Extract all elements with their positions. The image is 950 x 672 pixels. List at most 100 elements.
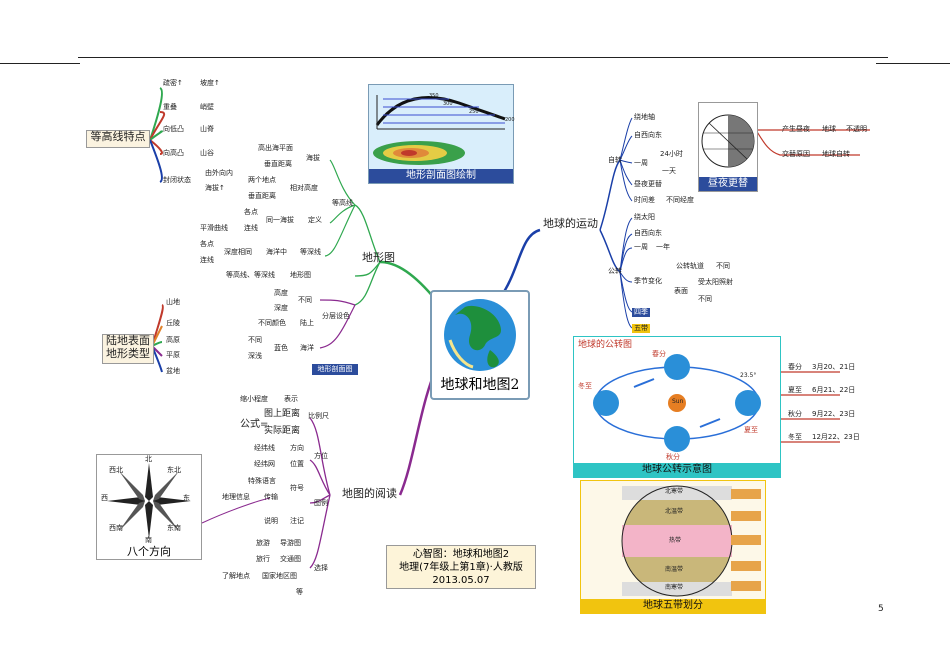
reading-trip: 旅行 <box>256 555 270 563</box>
terrain-depth-same: 深度相同 <box>224 248 252 256</box>
landform-mountain: 山地 <box>166 298 180 306</box>
rev-winter: 冬至 <box>578 382 592 390</box>
reading-map-dist: 图上距离 <box>264 409 301 419</box>
compass-figure: 北 东北 东 东南 南 西南 西 西北 八个方向 <box>96 454 202 560</box>
rev-tilt: 23.5° <box>740 372 757 379</box>
reading-special: 特殊语言 <box>248 477 276 485</box>
compass-n: 北 <box>145 455 152 463</box>
section-tick-300: 300 <box>443 101 453 107</box>
contour-ridge: 山脊 <box>200 125 214 133</box>
season-date-4-value: 12月22、23日 <box>812 433 860 441</box>
landforms-box[interactable]: 陆地表面地形类型 <box>102 334 154 364</box>
season-date-2: 夏至 <box>788 386 802 394</box>
terrain-height: 高度 <box>274 289 288 297</box>
motion-day: 一天 <box>662 167 676 175</box>
motion-five-zones: 五带 <box>632 324 650 333</box>
branch-terrain[interactable]: 地形图 <box>362 251 395 264</box>
note-line-2: 地理(7年级上第1章)·人教版 <box>399 562 523 573</box>
daynight-row2-reason: 交替原因 <box>782 150 810 158</box>
landform-basin: 盆地 <box>166 367 180 375</box>
reading-understand: 了解地点 <box>222 572 250 580</box>
reading-symbol: 符号 <box>290 484 304 492</box>
note-line-1: 心智图：地球和地图2 <box>412 549 510 560</box>
zone-north-frigid: 北寒带 <box>665 488 684 495</box>
landform-plain: 平原 <box>166 351 180 359</box>
terrain-different: 不同 <box>298 296 312 304</box>
contour-outside-in: 由外向内 <box>205 169 233 177</box>
contour-dense: 疏密↑ <box>163 79 183 87</box>
landform-plateau: 高原 <box>166 336 180 344</box>
rev-spring: 春分 <box>652 350 666 358</box>
rev-autumn: 秋分 <box>666 453 680 461</box>
contour-features-box[interactable]: 等高线特点 <box>86 130 150 148</box>
section-tick-250: 250 <box>469 109 479 115</box>
zones-caption: 地球五带划分 <box>581 599 765 613</box>
zones-figure: 北寒带 北温带 热带 南温带 南寒带 地球五带划分 <box>580 480 766 614</box>
section-tick-350: 350 <box>429 93 439 99</box>
compass-sw: 西南 <box>109 524 123 532</box>
rev-summer: 夏至 <box>744 426 758 434</box>
terrain-relative-height: 相对高度 <box>290 184 318 192</box>
revolution-figure: 地球的公转图 春分 夏至 秋分 冬至 Sun 23.5° 地球公转示意图 <box>573 336 781 478</box>
central-topic[interactable]: 地球和地图2 <box>430 290 530 400</box>
season-date-3-value: 9月22、23日 <box>812 410 856 418</box>
daynight-row1-earth: 地球 <box>822 125 836 133</box>
reading-explain: 说明 <box>264 517 278 525</box>
compass-nw: 西北 <box>109 466 123 474</box>
branch-reading[interactable]: 地图的阅读 <box>342 487 397 500</box>
contour-elev-up: 海拔↑ <box>205 184 225 192</box>
motion-revolution: 公转 <box>608 267 622 275</box>
contour-convex-high: 向高凸 <box>163 149 184 157</box>
terrain-two-points: 两个地点 <box>248 176 276 184</box>
reading-scale: 比例尺 <box>308 412 329 420</box>
motion-cycle: 一周 <box>634 159 648 167</box>
rev-sun: Sun <box>672 398 684 405</box>
earth-icon <box>444 299 516 371</box>
motion-around-sun: 绕太阳 <box>634 213 655 221</box>
motion-orbit: 公转轨道 <box>676 262 704 270</box>
zone-south-frigid: 南寒带 <box>665 584 684 591</box>
reading-convey: 传输 <box>264 493 278 501</box>
season-date-1-value: 3月20、21日 <box>812 363 856 371</box>
contour-valley: 山谷 <box>200 149 214 157</box>
reading-latlon: 经纬网 <box>254 460 275 468</box>
contour-steep: 坡度↑ <box>200 79 220 87</box>
terrain-elevation: 海拔 <box>306 154 320 162</box>
motion-surface: 表面 <box>674 287 688 295</box>
central-topic-title: 地球和地图2 <box>440 377 520 393</box>
reading-travel: 旅游 <box>256 539 270 547</box>
terrain-vertical-distance-2: 垂直距离 <box>248 192 276 200</box>
terrain-ocean: 海洋 <box>300 344 314 352</box>
branch-motion[interactable]: 地球的运动 <box>543 217 598 230</box>
note-box: 心智图：地球和地图2 地理(7年级上第1章)·人教版 2013.05.07 <box>386 545 536 589</box>
season-date-2-value: 6月21、22日 <box>812 386 856 394</box>
season-date-3: 秋分 <box>788 410 802 418</box>
terrain-points-2: 各点 <box>200 240 214 248</box>
season-date-4: 冬至 <box>788 433 802 441</box>
zones-diagram <box>621 485 761 597</box>
terrain-line-2: 连线 <box>200 256 214 264</box>
motion-time-diff: 时间差 <box>634 196 655 204</box>
reading-dir: 方向 <box>290 444 304 452</box>
terrain-depth: 深度 <box>274 304 288 312</box>
terrain-blue: 蓝色 <box>274 344 288 352</box>
motion-not-same-2: 不同 <box>698 295 712 303</box>
terrain-isobath: 等深线 <box>300 248 321 256</box>
revolution-caption: 地球公转示意图 <box>574 463 780 477</box>
terrain-vertical-distance: 垂直距离 <box>264 160 292 168</box>
motion-west-east-2: 自西向东 <box>634 229 662 237</box>
reading-note: 注记 <box>290 517 304 525</box>
terrain-topo-map: 地形图 <box>290 271 311 279</box>
reading-country: 国家地区图 <box>262 572 297 580</box>
terrain-layer-color: 分层设色 <box>322 312 350 320</box>
terrain-contour-line: 等高线 <box>332 199 353 207</box>
contour-closed: 封闭状态 <box>163 176 191 184</box>
reading-traffic: 交通图 <box>280 555 301 563</box>
page-number: 5 <box>878 604 884 614</box>
reading-pos: 位置 <box>290 460 304 468</box>
zone-tropical: 热带 <box>669 537 682 544</box>
reading-guide: 导游图 <box>280 539 301 547</box>
earth-daynight-icon <box>701 114 755 168</box>
daynight-figure: 昼夜更替 <box>698 102 758 192</box>
